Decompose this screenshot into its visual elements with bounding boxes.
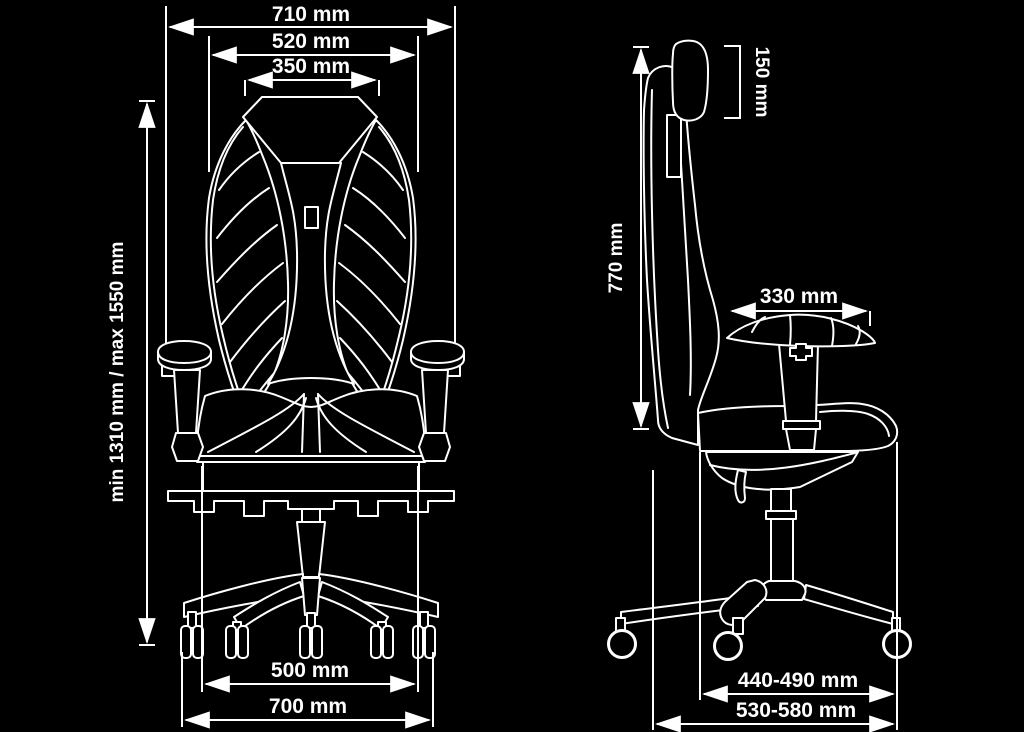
front-backrest-spine [267, 162, 355, 385]
side-view-chair [607, 39, 912, 661]
side-mechanism [705, 451, 859, 582]
front-right-armrest [410, 340, 465, 462]
dim-front-backrest-width: 520 mm [272, 30, 350, 53]
side-gas-cylinder [770, 518, 794, 582]
front-left-armrest [157, 340, 212, 462]
dim-side-depth-outer: 530-580 mm [736, 699, 856, 722]
front-logo-slot [304, 206, 319, 229]
dim-side-headrest-height: 150 mm [751, 47, 772, 118]
front-mechanism [167, 461, 455, 578]
side-caster-middle [713, 631, 743, 661]
caster [370, 621, 394, 659]
dim-side-backrest-height: 770 mm [606, 223, 627, 294]
front-seat-stitching [207, 393, 415, 453]
front-seat [196, 388, 426, 457]
front-gas-cylinder [296, 521, 326, 578]
dim-front-overall-width: 710 mm [272, 3, 350, 26]
front-headrest [242, 96, 378, 164]
dim-side-armrest-depth: 330 mm [760, 285, 838, 308]
caster [412, 611, 436, 659]
side-caster-rear [607, 629, 637, 659]
front-view-dimensions: 710 mm 520 mm 350 mm min 1310 mm / max 1… [107, 3, 456, 729]
dim-front-height-range: min 1310 mm / max 1550 mm [107, 242, 128, 503]
side-headrest-stem [666, 114, 682, 178]
side-base [607, 579, 912, 661]
side-armrest [726, 313, 876, 451]
side-armrest-adjust-icon [789, 343, 813, 361]
front-casters [180, 611, 436, 659]
side-headrest [671, 39, 709, 122]
caster [180, 611, 204, 659]
side-tilt-lever [734, 469, 747, 504]
caster [225, 621, 249, 659]
side-armrest-pad [726, 313, 876, 348]
front-view-chair [157, 96, 465, 659]
dim-front-base-inner: 500 mm [271, 659, 349, 682]
dim-front-base-outer: 700 mm [269, 695, 347, 718]
side-view-dimensions: 770 mm 150 mm 330 mm 440-490 mm 530-580 … [606, 45, 898, 732]
dim-front-headrest-width: 350 mm [272, 55, 350, 78]
dim-side-depth-inner: 440-490 mm [738, 669, 858, 692]
caster [299, 612, 323, 659]
